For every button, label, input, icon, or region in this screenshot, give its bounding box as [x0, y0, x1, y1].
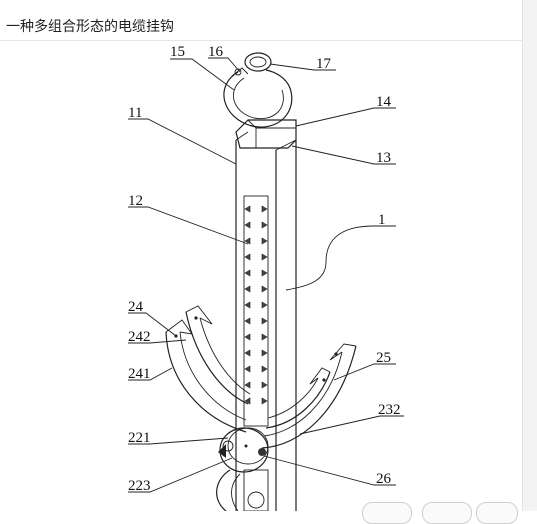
page-title: 一种多组合形态的电缆挂钩 — [6, 19, 174, 35]
label-15: 15 — [170, 44, 185, 60]
header: 一种多组合形态的电缆挂钩 — [0, 0, 523, 41]
c-hook — [223, 67, 293, 128]
right-arc-arms — [261, 343, 357, 449]
hook-ring — [244, 52, 272, 72]
label-26: 26 — [376, 471, 392, 487]
vertical-scrollbar[interactable] — [522, 0, 537, 511]
label-16: 16 — [208, 44, 224, 60]
label-11: 11 — [128, 105, 142, 121]
label-17: 17 — [316, 56, 332, 72]
label-241: 241 — [128, 366, 151, 382]
label-221: 221 — [128, 430, 151, 446]
label-14: 14 — [376, 94, 392, 110]
label-13: 13 — [376, 150, 391, 166]
patent-figure: 15 16 17 14 11 13 12 1 24 242 241 25 232… — [100, 40, 430, 511]
left-arc-arms — [165, 305, 251, 433]
bottom-control-1[interactable] — [362, 502, 412, 524]
bottom-control-3[interactable] — [476, 502, 518, 524]
pivot-disc — [216, 427, 269, 511]
label-24: 24 — [128, 299, 144, 315]
label-223: 223 — [128, 478, 151, 494]
leader-lines — [128, 57, 404, 493]
label-12: 12 — [128, 193, 143, 209]
label-242: 242 — [128, 329, 151, 345]
bottom-control-2[interactable] — [422, 502, 472, 524]
teeth-column — [244, 205, 268, 405]
label-232: 232 — [378, 402, 401, 418]
label-25: 25 — [376, 350, 391, 366]
part-labels: 15 16 17 14 11 13 12 1 24 242 241 25 232… — [128, 44, 401, 494]
label-1: 1 — [378, 212, 386, 228]
main-bar — [235, 131, 297, 511]
